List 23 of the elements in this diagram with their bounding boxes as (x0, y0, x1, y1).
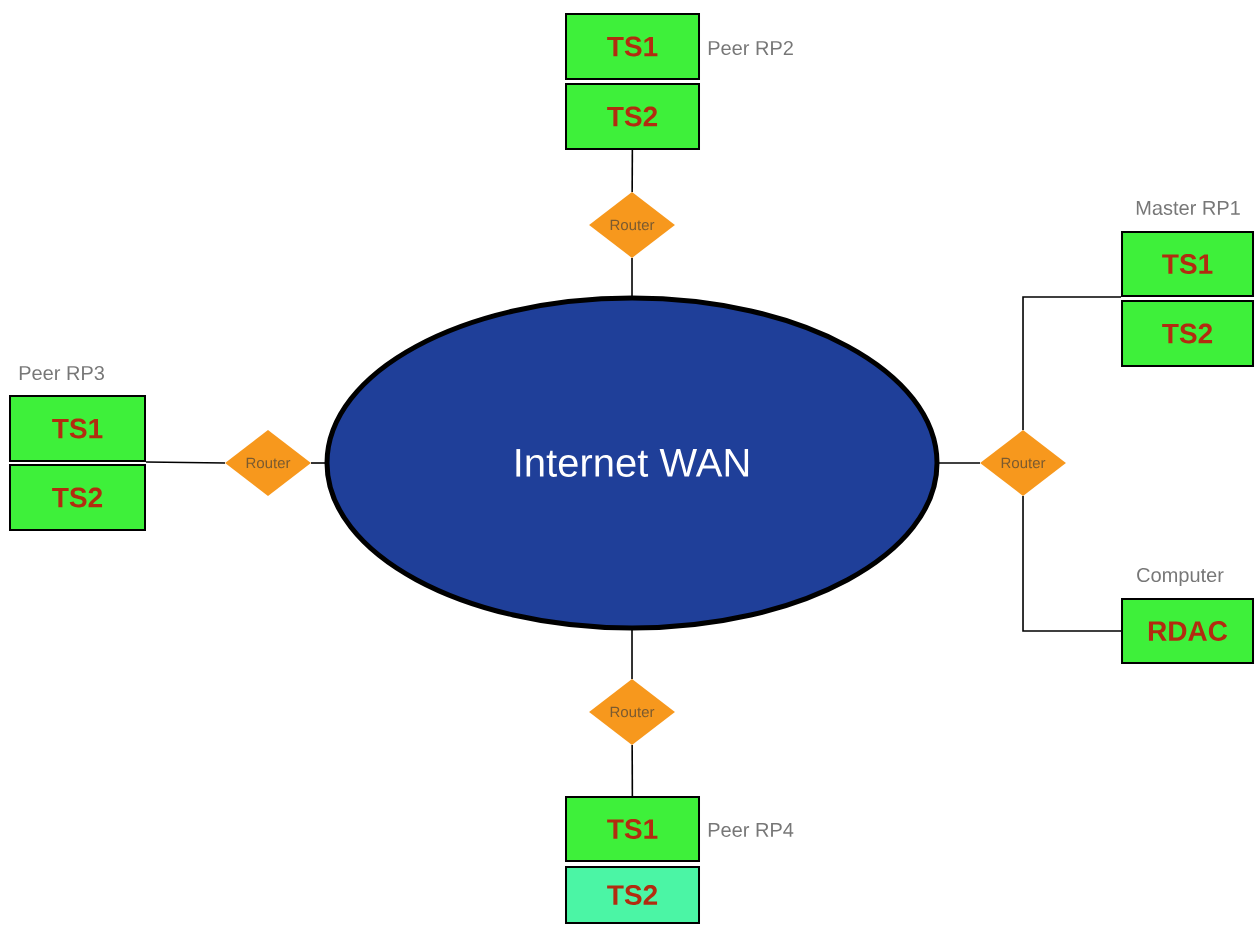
connector-line (631, 627, 633, 680)
connector-line (310, 462, 328, 464)
terminal-box: TS1 (565, 796, 700, 862)
terminal-box: TS2 (565, 83, 700, 150)
connector-line (1022, 495, 1122, 632)
connector-line (631, 744, 634, 797)
group-label: Computer (1137, 567, 1224, 587)
connector-line (631, 149, 634, 193)
terminal-box: TS1 (9, 395, 146, 462)
terminal-box: TS2 (9, 464, 146, 531)
connector-line (1022, 296, 1122, 431)
connector-line (936, 462, 981, 464)
group-label: Peer RP4 (708, 823, 794, 837)
terminal-box: RDAC (1121, 598, 1254, 664)
group-label: Peer RP2 (708, 40, 793, 56)
group-label: Master RP1 (1136, 201, 1240, 215)
group-label: Peer RP3 (19, 365, 104, 381)
terminal-box: TS1 (1121, 231, 1254, 297)
connector-line (631, 257, 633, 299)
terminal-box: TS1 (565, 13, 700, 80)
connector-line (145, 461, 226, 464)
terminal-box: TS2 (565, 866, 700, 924)
terminal-box: TS2 (1121, 300, 1254, 367)
